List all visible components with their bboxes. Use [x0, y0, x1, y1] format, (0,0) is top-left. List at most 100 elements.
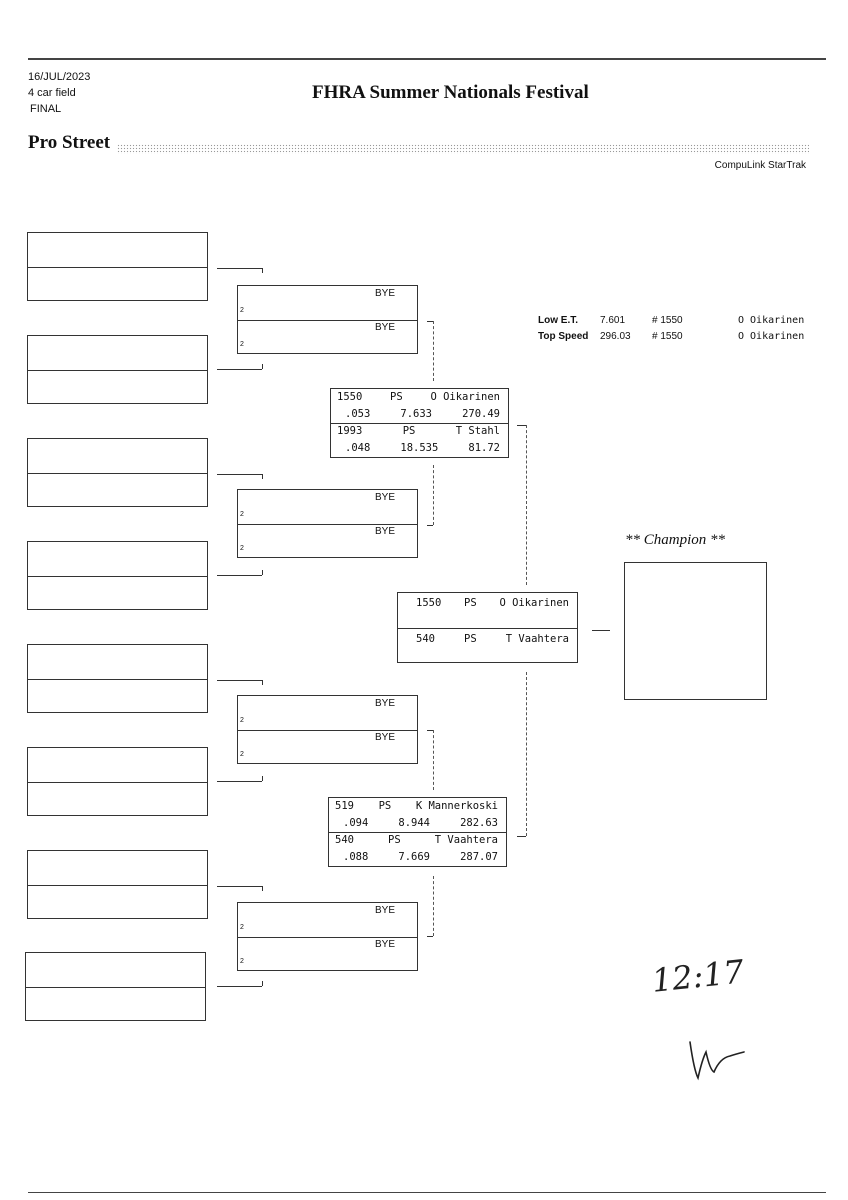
record-driver: O Oikarinen: [738, 331, 805, 342]
lane-mark: 2: [240, 511, 244, 518]
driver-name: T Vaahtera: [505, 633, 569, 645]
driver-name: K Mannerkoski: [415, 800, 498, 812]
bracket-connector: [217, 474, 262, 475]
speed: 282.63: [460, 817, 498, 829]
champion-box: [624, 562, 767, 700]
bye-label: BYE: [374, 288, 395, 299]
bracket-connector-tick: [262, 981, 263, 986]
record-car: # 1550: [652, 315, 683, 326]
bracket-connector: [427, 321, 433, 322]
bracket-connector-tick: [262, 776, 263, 781]
round2-bye-box: BYE 2 BYE 2: [237, 285, 418, 354]
bracket-connector: [427, 730, 433, 731]
car-number: 1993: [337, 425, 363, 437]
car-class: PS: [390, 391, 403, 403]
bye-label: BYE: [374, 526, 395, 537]
bye-label: BYE: [374, 698, 395, 709]
car-class: PS: [464, 597, 477, 609]
car-class: PS: [388, 834, 401, 846]
reaction-time: .048: [345, 442, 371, 454]
driver-name: O Oikarinen: [499, 597, 569, 609]
bracket-connector-tick: [262, 886, 263, 891]
bye-label: BYE: [374, 322, 395, 333]
speed: 270.49: [462, 408, 500, 420]
bracket-connector-tick: [262, 680, 263, 685]
bracket-connector: [217, 268, 262, 269]
bracket-connector: [517, 425, 526, 426]
round2-bye-box: BYE 2 BYE 2: [237, 489, 418, 558]
software-brand: CompuLink StarTrak: [714, 160, 806, 171]
driver-name: T Vaahtera: [434, 834, 498, 846]
bracket-connector: [526, 425, 527, 585]
reaction-time: .053: [345, 408, 371, 420]
lane-mark: 2: [240, 924, 244, 931]
bracket-connector: [217, 369, 262, 370]
record-value: 7.601: [600, 315, 626, 326]
round1-empty-slot: [27, 644, 208, 713]
bracket-connector: [217, 781, 262, 782]
final-to-champion-line: [592, 630, 610, 631]
bracket-connector: [427, 936, 433, 937]
bracket-connector: [526, 672, 527, 836]
elapsed-time: 7.633: [400, 408, 432, 420]
bracket-connector-tick: [262, 268, 263, 273]
bottom-rule: [28, 1192, 826, 1193]
round1-empty-slot: [27, 747, 208, 816]
lane-mark: 2: [240, 751, 244, 758]
event-date: 16/JUL/2023: [28, 71, 91, 83]
status: FINAL: [30, 103, 62, 115]
car-class: PS: [464, 633, 477, 645]
round1-empty-slot: [27, 438, 208, 507]
bye-label: BYE: [374, 492, 395, 503]
lane-mark: 2: [240, 717, 244, 724]
bracket-connector-tick: [262, 570, 263, 575]
lane-mark: 2: [240, 307, 244, 314]
round2-bye-box: BYE 2 BYE 2: [237, 695, 418, 764]
bracket-connector: [433, 876, 434, 936]
champion-label: ** Champion **: [625, 532, 726, 548]
bracket-connector: [217, 575, 262, 576]
reaction-time: .094: [343, 817, 369, 829]
round1-empty-slot: [27, 541, 208, 610]
elapsed-time: 8.944: [398, 817, 430, 829]
bracket-connector: [433, 730, 434, 790]
handwritten-signature: [689, 1041, 745, 1081]
car-number: 519: [335, 800, 354, 812]
record-label: Low E.T.: [538, 315, 578, 326]
bracket-connector: [433, 465, 434, 525]
elapsed-time: 18.535: [400, 442, 439, 454]
bye-label: BYE: [374, 905, 395, 916]
low-et-record: Low E.T. 7.601 # 1550 O Oikarinen: [538, 315, 804, 326]
top-rule: [28, 58, 826, 60]
car-class: PS: [378, 800, 392, 812]
speed: 287.07: [460, 851, 498, 863]
lane-mark: 2: [240, 545, 244, 552]
car-number: 1550: [416, 597, 442, 609]
class-name: Pro Street: [28, 132, 111, 153]
event-title: FHRA Summer Nationals Festival: [312, 82, 589, 103]
bracket-connector-tick: [262, 474, 263, 479]
top-speed-record: Top Speed 296.03 # 1550 O Oikarinen: [538, 331, 804, 342]
field-size: 4 car field: [28, 87, 76, 99]
elapsed-time: 7.669: [398, 851, 430, 863]
bracket-connector: [427, 525, 433, 526]
round2-bye-box: BYE 2 BYE 2: [237, 902, 418, 971]
round1-empty-slot: [27, 232, 208, 301]
record-driver: O Oikarinen: [738, 315, 805, 326]
driver-name: O Oikarinen: [430, 391, 500, 403]
round1-empty-slot: [27, 335, 208, 404]
lane-mark: 2: [240, 341, 244, 348]
record-car: # 1550: [652, 331, 683, 342]
bracket-connector: [217, 986, 262, 987]
round1-empty-slot: [27, 850, 208, 919]
reaction-time: .088: [343, 851, 369, 863]
car-number: 540: [416, 633, 435, 645]
car-class: PS: [402, 425, 416, 437]
bracket-connector: [217, 680, 262, 681]
speed: 81.72: [468, 442, 500, 454]
bracket-connector: [517, 836, 526, 837]
